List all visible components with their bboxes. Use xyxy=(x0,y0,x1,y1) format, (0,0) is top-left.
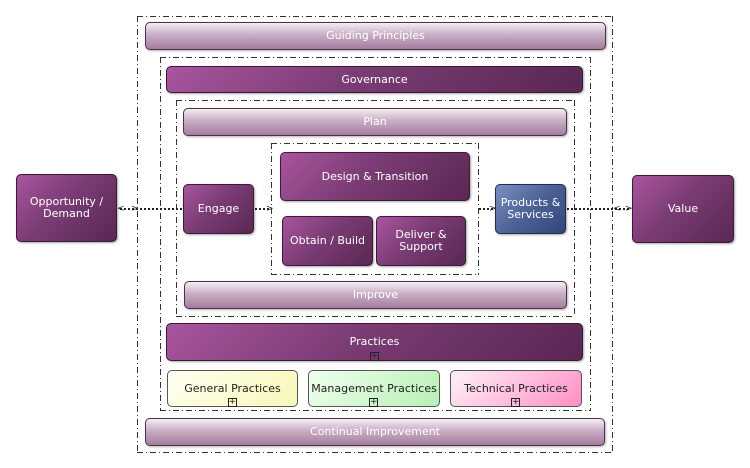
obtain-build[interactable]: Obtain / Build xyxy=(282,216,373,266)
governance[interactable]: Governance xyxy=(166,66,583,93)
expand-icon[interactable]: + xyxy=(369,397,378,407)
governance-label: Governance xyxy=(341,72,408,86)
value[interactable]: Value xyxy=(632,175,734,243)
arrow-right-icon: > xyxy=(266,204,274,214)
value-label: Value xyxy=(667,202,699,215)
arrow-right-icon: > xyxy=(489,204,497,214)
expand-icon[interactable]: + xyxy=(227,397,237,407)
connector-inner-products xyxy=(479,208,493,210)
expand-icon[interactable]: + xyxy=(369,351,379,361)
deliver-support-label: Deliver & Support xyxy=(395,228,447,253)
management-practices-label: Management Practices xyxy=(311,381,437,395)
products-services[interactable]: Products & Services xyxy=(495,184,566,234)
arrow-left-icon: < xyxy=(117,204,125,214)
continual-improvement[interactable]: Continual Improvement xyxy=(145,418,605,446)
expand-icon[interactable]: + xyxy=(511,397,520,407)
arrow-right-icon: > xyxy=(131,204,139,214)
guiding-principles-label: Guiding Principles xyxy=(326,29,425,42)
guiding-principles[interactable]: Guiding Principles xyxy=(145,22,606,50)
engage-label: Engage xyxy=(197,202,240,215)
technical-practices[interactable]: Technical Practices + xyxy=(450,370,582,407)
plan-label: Plan xyxy=(363,115,387,128)
connector-opportunity-engage xyxy=(120,208,182,210)
deliver-support[interactable]: Deliver & Support xyxy=(376,216,466,266)
design-transition-label: Design & Transition xyxy=(321,169,429,183)
products-services-label: Products & Services xyxy=(500,196,561,221)
general-practices[interactable]: General Practices + xyxy=(167,370,298,407)
obtain-build-label: Obtain / Build xyxy=(289,234,366,247)
design-transition[interactable]: Design & Transition xyxy=(280,152,470,201)
connector-engage-inner xyxy=(255,208,269,210)
management-practices[interactable]: Management Practices + xyxy=(308,370,440,407)
arrow-left-icon: < xyxy=(613,204,621,214)
plan[interactable]: Plan xyxy=(183,108,567,136)
arrow-right-icon: > xyxy=(625,204,633,214)
technical-practices-label: Technical Practices xyxy=(464,381,568,395)
engage[interactable]: Engage xyxy=(183,184,254,234)
general-practices-label: General Practices xyxy=(184,381,281,395)
practices[interactable]: Practices + xyxy=(166,323,583,361)
improve[interactable]: Improve xyxy=(184,281,567,309)
opportunity-demand[interactable]: Opportunity / Demand xyxy=(16,174,117,242)
practices-label: Practices xyxy=(349,335,400,348)
continual-improvement-label: Continual Improvement xyxy=(310,425,440,438)
improve-label: Improve xyxy=(352,288,399,301)
opportunity-demand-label: Opportunity / Demand xyxy=(29,195,104,220)
connector-products-value xyxy=(567,208,629,210)
